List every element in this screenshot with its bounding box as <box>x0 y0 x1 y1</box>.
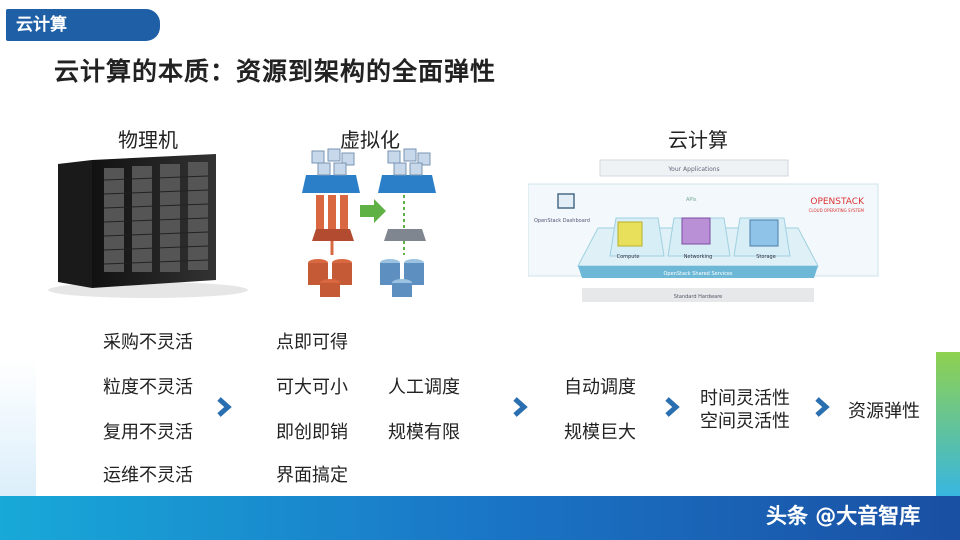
result-label: 资源弹性 <box>848 401 920 422</box>
virtual-item: 界面搞定 <box>276 465 348 486</box>
cloud-item: 自动调度 <box>564 377 636 398</box>
chevron-right-icon <box>815 397 830 417</box>
virtual-item-secondary: 规模有限 <box>388 422 460 443</box>
virtual-item: 点即可得 <box>276 332 348 353</box>
right-decor <box>936 352 960 496</box>
footer-bar <box>0 496 960 540</box>
openstack-compute: Compute <box>617 254 640 260</box>
physical-item: 采购不灵活 <box>103 332 193 353</box>
openstack-storage: Storage <box>756 254 776 260</box>
flex-item: 空间灵活性 <box>700 411 790 432</box>
flex-item: 时间灵活性 <box>700 388 790 409</box>
openstack-hardware: Standard Hardware <box>674 294 722 300</box>
watermark: 头条 @大音智库 <box>766 504 921 528</box>
section-tag: 云计算 <box>6 9 160 41</box>
openstack-networking: Networking <box>684 254 713 260</box>
openstack-diagram: Your Applications APIs OpenStack Dashboa… <box>527 156 880 312</box>
stage-physical-label: 物理机 <box>118 128 178 152</box>
virtual-item: 即创即销 <box>276 422 348 443</box>
page-title: 云计算的本质：资源到架构的全面弹性 <box>54 57 497 86</box>
cloud-item: 规模巨大 <box>564 422 636 443</box>
openstack-apis: APIs <box>686 197 697 203</box>
openstack-dashboard: OpenStack Dashboard <box>534 218 590 224</box>
virtual-item-secondary: 人工调度 <box>388 377 460 398</box>
left-decor <box>0 360 36 496</box>
openstack-shared: OpenStack Shared Services <box>663 271 732 277</box>
physical-item: 复用不灵活 <box>103 422 193 443</box>
physical-item: 粒度不灵活 <box>103 377 193 398</box>
virtual-item: 可大可小 <box>276 377 348 398</box>
openstack-top-bar: Your Applications <box>667 166 719 173</box>
chevron-right-icon <box>665 397 680 417</box>
virtualization-image <box>298 145 448 309</box>
chevron-right-icon <box>217 397 232 417</box>
openstack-brand-sub: CLOUD OPERATING SYSTEM <box>809 208 865 213</box>
server-rack-image <box>48 150 250 304</box>
stage-cloud-label: 云计算 <box>668 128 728 152</box>
stage-virtual-label: 虚拟化 <box>340 128 400 152</box>
openstack-brand: OPENSTACK <box>810 197 865 207</box>
chevron-right-icon <box>513 397 528 417</box>
physical-item: 运维不灵活 <box>103 465 193 486</box>
